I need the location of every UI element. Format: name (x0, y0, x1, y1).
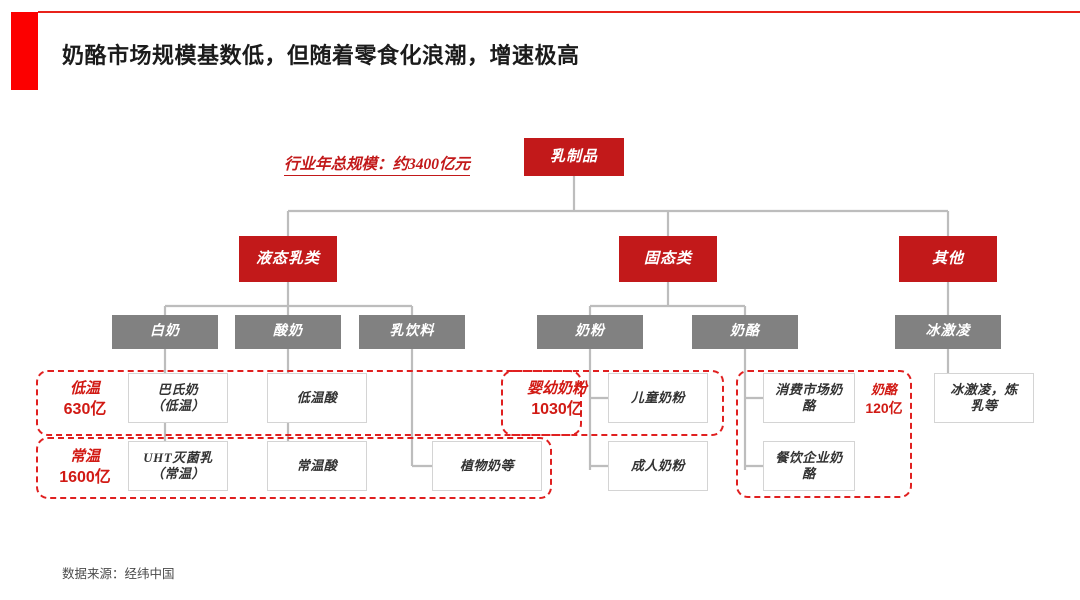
leaf-line-2: （常温） (150, 466, 205, 481)
source-note: 数据来源：经纬中国 (62, 567, 175, 581)
node-label: 奶粉 (575, 324, 605, 340)
segment-value: 1600亿 (59, 469, 111, 487)
leaf-line-1: 消费市场奶 (775, 381, 843, 397)
node-solid-dairy[interactable]: 固态类 (619, 236, 717, 282)
leaf-line-2: （低温） (150, 398, 205, 413)
segment-name: 常温 (69, 449, 100, 465)
node-label: 酸奶 (273, 324, 303, 340)
leaf-pasteurized-milk[interactable]: 巴氏奶 （低温） (128, 373, 228, 423)
dash-box-cheese (736, 370, 912, 498)
leaf-line-1: 低温酸 (296, 389, 338, 405)
node-white-milk[interactable]: 白奶 (112, 315, 218, 349)
segment-name: 婴幼奶粉 (526, 381, 587, 397)
node-label: 冰激凌 (925, 324, 971, 340)
leaf-uht-milk[interactable]: UHT灭菌乳 （常温） (128, 441, 228, 491)
node-milk-powder[interactable]: 奶粉 (537, 315, 643, 349)
leaf-line-1: 儿童奶粉 (630, 389, 685, 405)
segment-value: 1030亿 (531, 401, 583, 419)
node-ice-cream[interactable]: 冰激凌 (895, 315, 1001, 349)
segment-value: 120亿 (865, 399, 903, 416)
leaf-line-2: 酪 (802, 466, 816, 481)
leaf-line-2: 乳等 (970, 398, 998, 413)
node-label: 其他 (931, 250, 964, 267)
node-cheese[interactable]: 奶酪 (692, 315, 798, 349)
leaf-child-formula[interactable]: 儿童奶粉 (608, 373, 708, 423)
node-other[interactable]: 其他 (899, 236, 997, 282)
page-title: 奶酪市场规模基数低，但随着零食化浪潮，增速极高 (62, 43, 580, 68)
leaf-line-1: 巴氏奶 (157, 381, 199, 397)
leaf-line-1: 成人奶粉 (630, 457, 685, 473)
node-label: 白奶 (150, 324, 180, 340)
accent-bar (11, 12, 38, 90)
node-liquid-dairy[interactable]: 液态乳类 (239, 236, 337, 282)
leaf-plant-milk[interactable]: 植物奶等 (432, 441, 542, 491)
segment-name: 奶酪 (870, 382, 897, 397)
leaf-retail-cheese[interactable]: 消费市场奶 酪 (763, 373, 855, 423)
root-callout: 行业年总规模：约3400亿元 (284, 152, 471, 176)
leaf-ice-cream-condensed[interactable]: 冰激凌，炼 乳等 (934, 373, 1034, 423)
leaf-line-1: 冰激凌，炼 (950, 381, 1018, 397)
segment-label-cheese: 奶酪 120亿 (857, 381, 911, 417)
dash-box-normal-temp (36, 437, 552, 499)
node-root-label: 乳制品 (549, 148, 598, 165)
leaf-line-1: 植物奶等 (459, 457, 514, 473)
leaf-line-1: 餐饮企业奶 (775, 449, 843, 465)
node-milk-beverage[interactable]: 乳饮料 (359, 315, 465, 349)
leaf-ambient-yogurt[interactable]: 常温酸 (267, 441, 367, 491)
node-label: 奶酪 (730, 324, 760, 340)
leaf-foodservice-cheese[interactable]: 餐饮企业奶 酪 (763, 441, 855, 491)
node-yogurt[interactable]: 酸奶 (235, 315, 341, 349)
node-label: 固态类 (643, 250, 692, 267)
segment-value: 630亿 (63, 401, 107, 419)
header-rule (38, 11, 1080, 13)
leaf-low-temp-yogurt[interactable]: 低温酸 (267, 373, 367, 423)
leaf-line-1: 常温酸 (296, 457, 338, 473)
node-label: 液态乳类 (255, 250, 320, 267)
dash-box-low-temp (36, 370, 582, 436)
leaf-line-2: 酪 (802, 398, 816, 413)
leaf-adult-formula[interactable]: 成人奶粉 (608, 441, 708, 491)
node-root[interactable]: 乳制品 (524, 138, 624, 176)
segment-name: 低温 (69, 381, 100, 397)
dash-box-infant-formula (501, 370, 724, 436)
segment-label-low-temp: 低温 630亿 (46, 379, 124, 421)
segment-label-normal-temp: 常温 1600亿 (46, 447, 124, 489)
node-label: 乳饮料 (389, 324, 435, 340)
segment-label-infant-formula: 婴幼奶粉 1030亿 (511, 379, 603, 421)
leaf-line-1: UHT灭菌乳 (143, 449, 213, 465)
